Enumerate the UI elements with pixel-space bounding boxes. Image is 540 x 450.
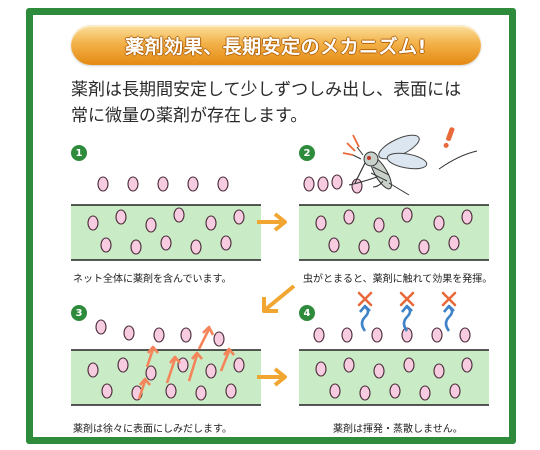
title-banner: 薬剤効果、長期安定のメカニズム! <box>71 25 481 65</box>
embedded-particles <box>315 207 473 255</box>
vapor-arrow-icon <box>359 304 455 332</box>
panel-1-diagram <box>71 176 261 261</box>
intro-text: 薬剤は長期間安定して少しずつしみ出し、表面には 常に微量の薬剤が存在します。 <box>71 77 491 129</box>
step-number-1: 1 <box>71 145 87 161</box>
step-number-4: 4 <box>299 305 315 321</box>
cross-icon <box>357 291 457 307</box>
flow-arrow-icon <box>257 367 287 387</box>
exclamation-icon <box>443 127 455 148</box>
shock-lines <box>342 134 360 156</box>
rising-arrow-icon <box>137 325 235 400</box>
step-number-3: 3 <box>71 305 87 321</box>
surface-particles <box>97 176 229 192</box>
mosquito-icon <box>348 134 428 196</box>
illustration-frame: 薬剤効果、長期安定のメカニズム! 薬剤は長期間安定して少しずつしみ出し、表面には… <box>26 8 516 444</box>
surface-particles <box>303 174 363 194</box>
motion-trail <box>438 150 478 170</box>
surface-particles <box>313 327 471 343</box>
step-number-2: 2 <box>299 145 315 161</box>
panel-1-caption: ネット全体に薬剤を含んでいます。 <box>73 274 232 285</box>
surface-particles <box>95 319 225 347</box>
intro-line-1: 薬剤は長期間安定して少しずつしみ出し、表面には <box>71 80 462 100</box>
panel-4-diagram <box>299 291 489 406</box>
panel-4-caption: 薬剤は揮発・蒸散しません。 <box>333 424 463 435</box>
panel-3-caption: 薬剤は徐々に表面にしみだします。 <box>73 424 232 435</box>
net-band <box>299 205 489 260</box>
embedded-particles <box>87 207 245 255</box>
banner-title: 薬剤効果、長期安定のメカニズム! <box>125 35 427 58</box>
panel-2-diagram <box>299 127 489 261</box>
flow-arrow-icon <box>262 284 296 313</box>
net-band <box>71 205 261 260</box>
embedded-particles <box>315 357 473 401</box>
panel-3-diagram <box>71 319 261 406</box>
intro-line-2: 常に微量の薬剤が存在します。 <box>71 106 308 126</box>
embedded-particles <box>87 357 245 401</box>
panel-2-caption: 虫がとまると、薬剤に触れて効果を発揮。 <box>303 274 493 285</box>
flow-arrow-icon <box>257 212 287 232</box>
